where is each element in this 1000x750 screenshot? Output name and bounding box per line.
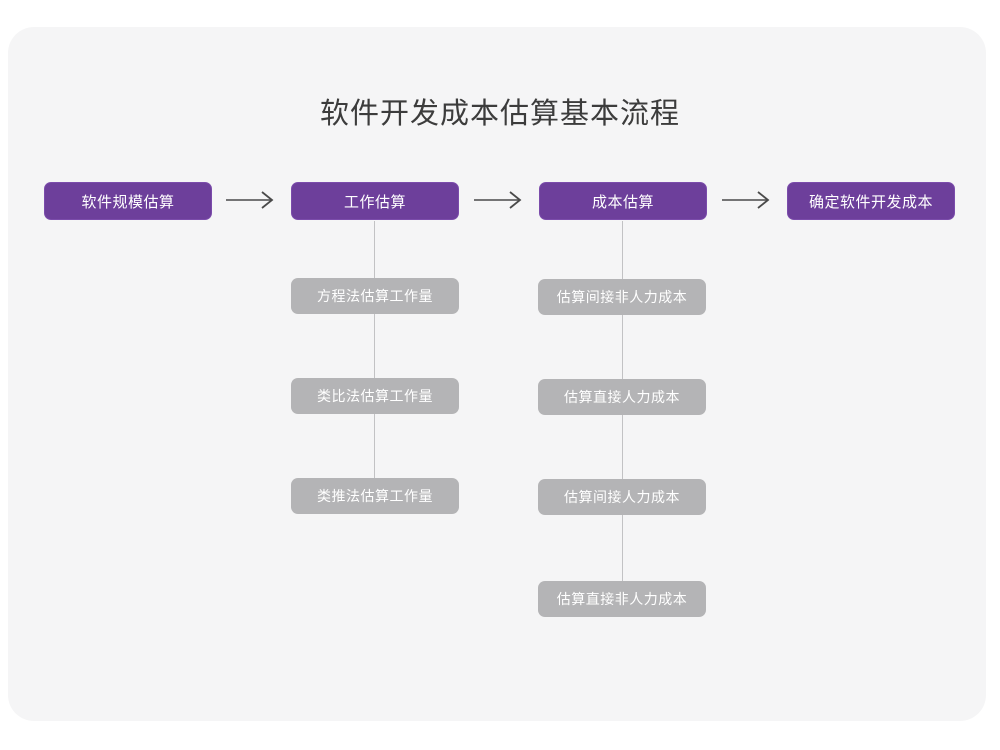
card-backdrop — [8, 27, 986, 721]
sub-node-direct-non-labor-cost[interactable]: 估算直接非人力成本 — [538, 581, 706, 617]
sub-node-equation-method-workload[interactable]: 方程法估算工作量 — [291, 278, 459, 314]
sub-node-label: 估算直接人力成本 — [564, 389, 680, 405]
sub-node-label: 估算间接人力成本 — [564, 489, 680, 505]
sub-node-direct-labor-cost[interactable]: 估算直接人力成本 — [538, 379, 706, 415]
sub-node-label: 类推法估算工作量 — [317, 488, 433, 504]
stage-node-label: 成本估算 — [591, 193, 654, 211]
stage-node-software-size-estimation[interactable]: 软件规模估算 — [44, 182, 212, 220]
stage-node-label: 工作估算 — [343, 193, 406, 211]
sub-node-label: 方程法估算工作量 — [317, 288, 433, 304]
page-title: 软件开发成本估算基本流程 — [319, 98, 680, 130]
sub-node-analogy-method-workload[interactable]: 类比法估算工作量 — [291, 378, 459, 414]
flow-arrow-icon-3 — [722, 190, 774, 210]
stage-node-label: 确定软件开发成本 — [808, 193, 933, 211]
sub-node-label: 估算间接非人力成本 — [556, 289, 688, 305]
stage-node-label: 软件规模估算 — [81, 193, 175, 211]
flow-arrow-icon-1 — [226, 190, 278, 210]
sub-node-label: 估算直接非人力成本 — [556, 591, 688, 607]
stage-node-work-estimation[interactable]: 工作估算 — [291, 182, 459, 220]
sub-node-indirect-labor-cost[interactable]: 估算间接人力成本 — [538, 479, 706, 515]
stage-node-cost-estimation[interactable]: 成本估算 — [539, 182, 707, 220]
sub-node-inference-method-workload[interactable]: 类推法估算工作量 — [291, 478, 459, 514]
connector-line-work-branch — [374, 221, 375, 503]
sub-node-label: 类比法估算工作量 — [317, 388, 433, 404]
flow-arrow-icon-2 — [474, 190, 526, 210]
sub-node-indirect-non-labor-cost[interactable]: 估算间接非人力成本 — [538, 279, 706, 315]
stage-node-determine-development-cost[interactable]: 确定软件开发成本 — [787, 182, 955, 220]
